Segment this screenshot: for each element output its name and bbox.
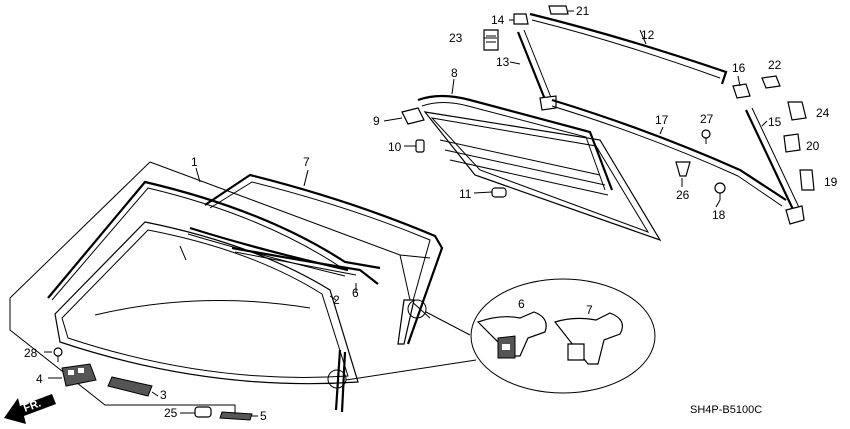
- detail-marker-upper: [407, 299, 471, 336]
- callout-27: 27: [700, 112, 714, 126]
- spacer-5: [219, 411, 253, 421]
- callout-2: 2: [333, 293, 340, 307]
- callout-26: 26: [676, 188, 690, 202]
- lower-molding: [551, 98, 787, 207]
- detail-marker-lower: [327, 359, 477, 389]
- callout-22: 22: [768, 58, 782, 72]
- clip-28: [53, 347, 63, 362]
- callout-19: 19: [824, 175, 838, 189]
- callout-15: 15: [768, 115, 782, 129]
- corner-piece: [401, 107, 425, 125]
- windshield-dam-rubber: [47, 180, 381, 301]
- front-direction-arrow-icon: FR.: [4, 394, 56, 424]
- detail-callout-6: 6: [518, 297, 525, 311]
- callout-3: 3: [160, 388, 167, 402]
- callout-9: 9: [373, 114, 380, 128]
- clip-16: [732, 83, 751, 99]
- callout-28: 28: [24, 346, 38, 360]
- callout-8: 8: [451, 66, 458, 80]
- cross-section-detail: [470, 278, 656, 394]
- callout-20: 20: [806, 139, 820, 153]
- callout-18: 18: [712, 208, 726, 222]
- callout-16: 16: [732, 61, 746, 75]
- callout-13: 13: [496, 55, 510, 69]
- callout-24: 24: [816, 106, 830, 120]
- clip-26: [675, 161, 691, 177]
- windshield-glass: [54, 221, 359, 385]
- clip-27: [701, 129, 711, 144]
- clip-23: [483, 29, 499, 51]
- upper-seal-strip: [179, 226, 349, 277]
- clip-24: [787, 101, 807, 121]
- leader-lines: [44, 10, 768, 417]
- spacer-11: [491, 187, 507, 198]
- roof-molding: [529, 12, 728, 85]
- callout-23: 23: [449, 31, 463, 45]
- callout-11: 11: [459, 187, 472, 201]
- windshield-molding: [204, 173, 444, 345]
- callout-6: 6: [352, 286, 359, 300]
- callout-21: 21: [576, 4, 590, 18]
- callout-numbers: 1 7 6 2 3 4 28 25 5 8 9 10 11 13 14 21 2…: [24, 4, 838, 423]
- clip-22: [761, 75, 781, 89]
- detail-callout-7: 7: [586, 303, 593, 317]
- bracket-4: [61, 363, 97, 387]
- callout-25: 25: [164, 406, 178, 420]
- diagram-code: SH4P-B5100C: [690, 404, 762, 416]
- side-molding-15: [745, 107, 805, 225]
- callout-7: 7: [303, 155, 310, 169]
- rear-window-glass: [423, 111, 662, 242]
- callout-14: 14: [491, 13, 505, 27]
- clip-18: [714, 182, 726, 200]
- spacer-3: [107, 376, 153, 397]
- callout-5: 5: [260, 409, 267, 423]
- clip-20: [783, 133, 801, 153]
- clip-14: [513, 13, 529, 25]
- clip-25: [194, 406, 212, 418]
- callout-4: 4: [36, 372, 43, 386]
- rear-dam-rubber: [417, 94, 614, 191]
- side-molding-13: [516, 29, 557, 111]
- clip-19: [799, 169, 815, 191]
- callout-12: 12: [641, 28, 655, 42]
- front-direction-label: FR.: [22, 397, 43, 414]
- callout-10: 10: [388, 140, 402, 154]
- spacer-10: [415, 139, 425, 153]
- cap-21: [548, 5, 569, 15]
- callout-17: 17: [655, 113, 669, 127]
- callout-1: 1: [191, 155, 198, 169]
